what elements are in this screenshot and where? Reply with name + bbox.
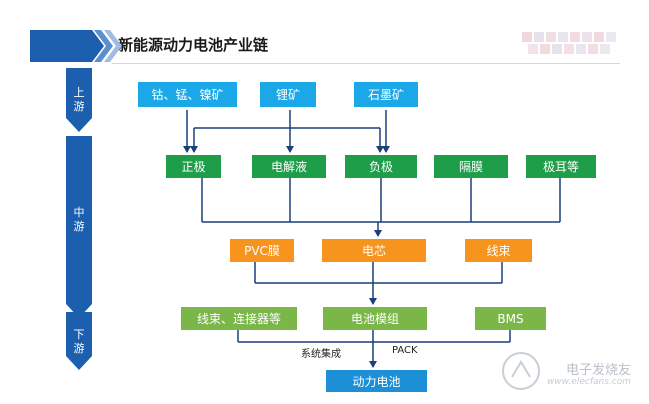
node-raw-cobalt: 钴、锰、镍矿 [138, 82, 237, 107]
node-raw-lithium: 锂矿 [260, 82, 316, 107]
logo-blur-12 [564, 44, 574, 54]
logo-blur-6 [582, 32, 592, 42]
logo-blur-8 [606, 32, 616, 42]
node-cathode: 正极 [166, 155, 221, 178]
label-pack: PACK [392, 345, 418, 356]
header-chevron-2 [104, 30, 122, 62]
logo-blur-15 [600, 44, 610, 54]
node-separator: 隔膜 [434, 155, 508, 178]
stage-arrow-midstream [66, 136, 92, 318]
stage-label-downstream: 下 游 [73, 328, 85, 355]
watermark-brand: 电子发烧友 [565, 363, 631, 378]
header-chevron-1 [94, 30, 113, 62]
header-rule [112, 63, 620, 64]
header-bar [30, 30, 104, 62]
node-electrolyte: 电解液 [252, 155, 326, 178]
node-power-battery: 动力电池 [326, 370, 427, 392]
stage-label-midstream: 中 游 [73, 206, 85, 233]
logo-blur-13 [576, 44, 586, 54]
stage-arrow-upstream [66, 68, 92, 132]
node-raw-graphite: 石墨矿 [354, 82, 418, 107]
stage-arrows [66, 68, 92, 370]
logo-blur-3 [546, 32, 556, 42]
node-anode: 负极 [345, 155, 417, 178]
logo-blur-14 [588, 44, 598, 54]
node-cell: 电芯 [322, 239, 426, 262]
logo-blur-7 [594, 32, 604, 42]
logo-blur-1 [522, 32, 532, 42]
logo-blur-4 [558, 32, 568, 42]
node-battery-module: 电池模组 [323, 307, 427, 330]
watermark-logo-icon [502, 352, 540, 390]
logo-blur-5 [570, 32, 580, 42]
stage-label-upstream: 上 游 [73, 86, 85, 113]
label-system-integration: 系统集成 [301, 349, 341, 360]
header-banner [30, 30, 616, 62]
logo-blur-10 [540, 44, 550, 54]
node-pvc-film: PVC膜 [230, 239, 294, 262]
node-harness: 线束 [465, 239, 532, 262]
page-title: 新能源动力电池产业链 [118, 36, 269, 54]
logo-blur-2 [534, 32, 544, 42]
logo-blur-11 [552, 44, 562, 54]
node-tabs: 极耳等 [526, 155, 596, 178]
logo-blur-9 [528, 44, 538, 54]
node-harness-connector: 线束、连接器等 [181, 307, 297, 330]
watermark-url: www.elecfans.com [546, 377, 631, 387]
node-bms: BMS [475, 307, 546, 330]
stage-arrow-downstream [66, 312, 92, 370]
